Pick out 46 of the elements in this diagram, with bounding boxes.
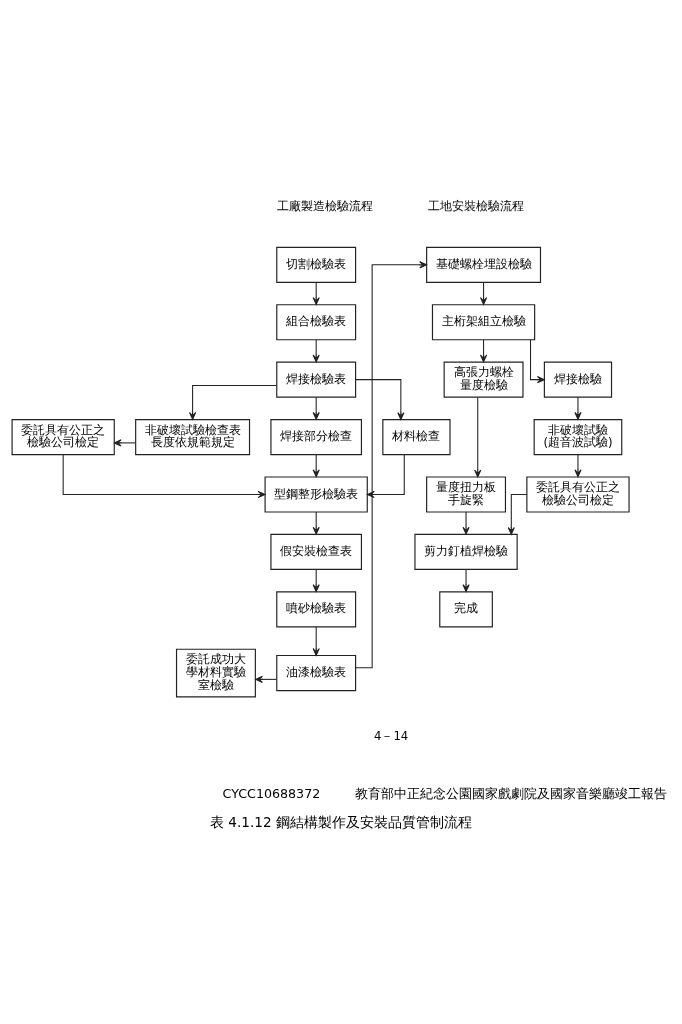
- node-box: 油漆檢驗表: [276, 654, 357, 692]
- arrow: [507, 493, 528, 535]
- node-box: 切割檢驗表: [276, 246, 357, 283]
- node-box: 材料檢查: [382, 418, 451, 456]
- node-box: 委託具有公正之檢驗公司檢定: [11, 418, 115, 456]
- node-box: 高張力螺栓量度檢驗: [443, 361, 524, 398]
- arrow: [574, 454, 582, 478]
- node-box: 完成: [439, 591, 493, 628]
- node-box: 焊接檢驗表: [276, 361, 357, 398]
- arrow: [255, 675, 278, 683]
- arrow: [189, 384, 278, 420]
- arrow: [113, 439, 136, 447]
- label: 工地安裝檢驗流程: [427, 199, 524, 214]
- arrow: [312, 511, 320, 535]
- arrow: [312, 396, 320, 420]
- arrow: [474, 396, 482, 478]
- node-box: 噴砂檢驗表: [276, 591, 357, 628]
- arrow: [312, 626, 320, 656]
- node-box: 型鋼整形檢驗表: [264, 476, 368, 513]
- arrow: [355, 261, 428, 669]
- node-box: 非破壞試驗(超音波試驗): [533, 418, 623, 456]
- arrow: [530, 339, 545, 384]
- arrow: [479, 281, 488, 305]
- node-box: 委託成功大學材料實驗室檢驗: [175, 648, 256, 698]
- arrow: [574, 396, 582, 420]
- node-box: 非破壞試驗檢查表長度依規範規定: [135, 418, 251, 456]
- node-box: 剪力釘植焊檢驗: [414, 533, 518, 570]
- label: 工廠製造檢驗流程: [276, 199, 373, 214]
- label: 4－14: [373, 728, 409, 743]
- arrow: [312, 281, 320, 305]
- arrow: [355, 379, 405, 421]
- arrow: [462, 511, 470, 535]
- node-box: 主桁架組立檢驗: [431, 304, 536, 341]
- label: CYCC10688372: [222, 785, 321, 801]
- arrow: [312, 568, 320, 593]
- node-box: 假安裝檢查表: [270, 533, 363, 570]
- node-box: 組合檢驗表: [276, 304, 357, 341]
- node-box: 焊接檢驗: [543, 361, 613, 398]
- node-box: 量度扭力板手旋緊: [426, 476, 507, 513]
- node-box: 基礎螺栓埋設檢驗: [426, 246, 542, 283]
- node-box: 焊接部分檢查: [270, 418, 363, 456]
- label: 教育部中正紀念公園國家戲劇院及國家音樂廳竣工報告: [354, 785, 667, 801]
- arrow: [462, 568, 470, 593]
- node-box: 委託具有公正之檢驗公司檢定: [526, 476, 630, 513]
- caption: 表 4.1.12 鋼結構製作及安裝品質管制流程: [210, 813, 472, 830]
- arrow: [62, 454, 266, 499]
